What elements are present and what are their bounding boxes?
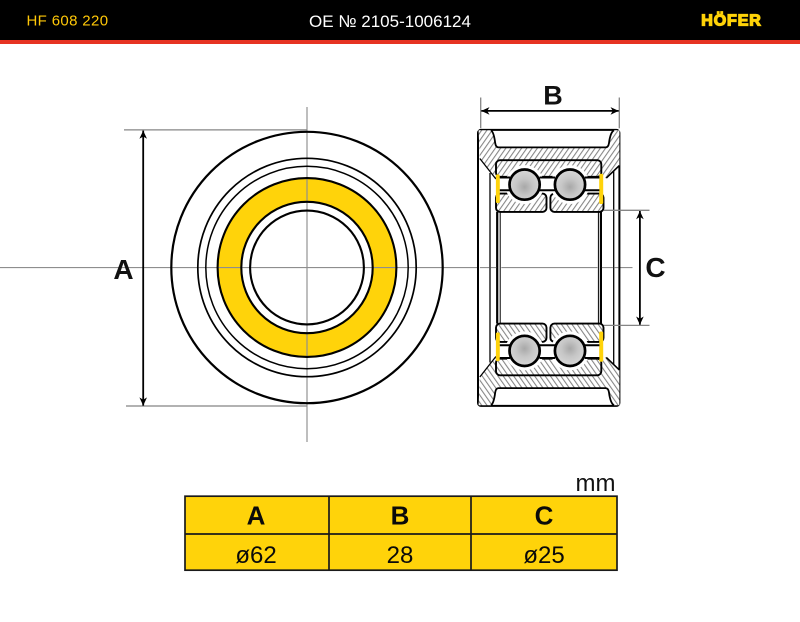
svg-text:ø25: ø25 (523, 542, 564, 569)
svg-text:mm: mm (576, 470, 616, 497)
svg-text:B: B (543, 81, 563, 111)
svg-text:HF 608 220: HF 608 220 (27, 13, 109, 30)
svg-text:HÖFER: HÖFER (701, 11, 762, 30)
svg-text:B: B (391, 501, 410, 531)
svg-text:A: A (113, 254, 133, 285)
svg-text:ø62: ø62 (235, 542, 276, 569)
svg-text:A: A (247, 501, 266, 531)
svg-text:28: 28 (387, 542, 414, 569)
svg-text:OE № 2105-1006124: OE № 2105-1006124 (309, 12, 471, 31)
svg-text:C: C (645, 252, 665, 283)
svg-text:C: C (535, 501, 554, 531)
